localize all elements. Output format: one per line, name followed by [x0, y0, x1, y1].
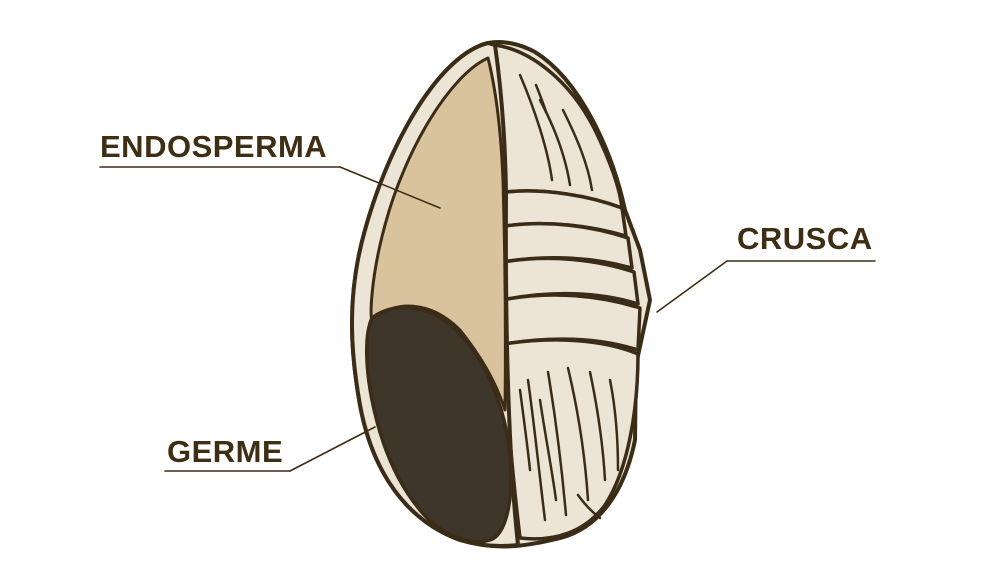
- endosperma-leader: [339, 166, 441, 209]
- label-germe: GERME: [167, 434, 284, 469]
- label-crusca: CRUSCA: [737, 221, 873, 256]
- crusca-leader: [656, 260, 728, 313]
- germe-leader: [289, 426, 376, 472]
- leader-lines: [99, 166, 876, 472]
- label-endosperma: ENDOSPERMA: [100, 129, 328, 164]
- germ: [365, 305, 513, 544]
- bran-texture-lines: [518, 73, 620, 522]
- endosperm: [369, 56, 507, 412]
